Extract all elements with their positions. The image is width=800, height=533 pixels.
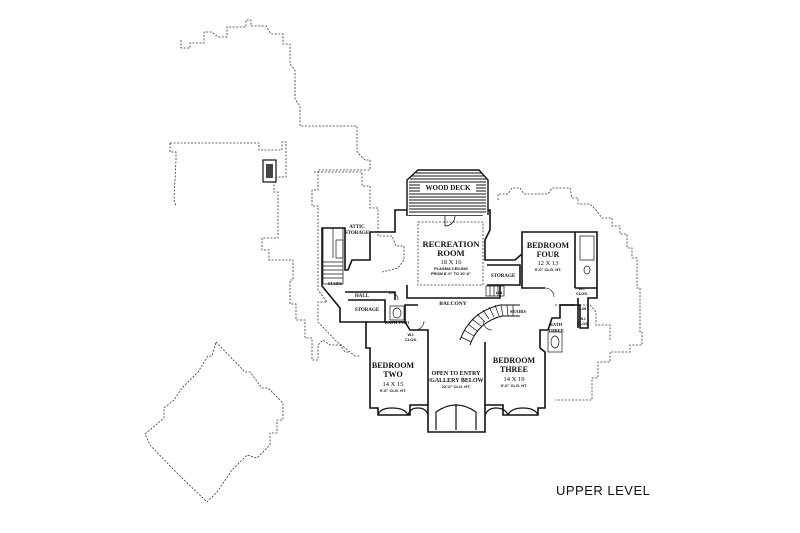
- wall-storage-left: [348, 299, 386, 322]
- bay-windows: [377, 404, 539, 430]
- recreation-room-name-2: ROOM: [437, 248, 464, 258]
- wall-storage-right: [487, 264, 521, 286]
- right-stairs: [485, 285, 505, 297]
- bedroom-three-name-2: THREE: [500, 365, 528, 374]
- wic3-label-2: CLOS.: [577, 321, 589, 326]
- deck-door-swing: [444, 215, 456, 227]
- recreation-room-note-2: FROM 8'-0" TO 10'-6": [431, 271, 471, 276]
- bedroom-four-size: 12 X 13: [538, 260, 559, 267]
- storage-right-label: STORAGE: [491, 274, 516, 279]
- bath-three-sink: [550, 335, 560, 349]
- outline-upper-wing: [180, 19, 371, 357]
- bath-fixtures: [389, 235, 595, 353]
- open-entry-note: 22'-0" CLG. HT.: [442, 384, 471, 389]
- bath-four-toilet: [583, 265, 591, 275]
- bay-window-bed3-right: [507, 407, 539, 416]
- left-stairs: [322, 227, 344, 285]
- wood-deck-label: WOOD DECK: [426, 184, 471, 192]
- wic3-label-1: W.I.: [580, 316, 587, 321]
- bath-two-label: BATH TWO: [385, 320, 410, 325]
- bedroom-three-note: 9'-0" CLG. HT.: [501, 383, 527, 388]
- bath-two-tub: [389, 305, 405, 321]
- wood-deck-shape: [406, 169, 489, 215]
- recreation-room-name-1: RECREATION: [423, 239, 481, 249]
- open-entry-line-1: OPEN TO ENTRY: [432, 371, 482, 377]
- bedroom-three-size: 14 X 19: [504, 376, 525, 383]
- stairs-right-label: STAIRS: [510, 309, 526, 314]
- wall-hall: [345, 291, 396, 300]
- outline-left-edge: [169, 143, 177, 207]
- attic-storage-name-2: STORAGE: [345, 231, 370, 236]
- outline-rec-ceiling: [417, 221, 484, 286]
- grand-staircase: [459, 304, 520, 346]
- bay-window-bed3-left: [484, 407, 509, 416]
- bedroom-two-name-2: TWO: [383, 370, 403, 379]
- storage-left-label: STORAGE: [355, 308, 380, 313]
- bath-three-name-2: THREE: [548, 328, 564, 333]
- bath-four-fixtures: [579, 235, 595, 261]
- chimney-icon: [262, 159, 277, 183]
- wall-closets: [560, 287, 597, 328]
- outline-right-lower: [555, 304, 611, 340]
- wic2-label-2: CLOS.: [576, 291, 588, 296]
- bath-three-tub: [547, 331, 563, 353]
- bedroom-four-name-1: BEDROOM: [527, 241, 570, 250]
- linen2-label: LIN: [496, 290, 503, 295]
- outline-garage: [144, 341, 284, 503]
- bay-window-bed2-left: [377, 407, 409, 416]
- balcony-label: BALCONY: [439, 301, 467, 307]
- bedroom-three-name-1: BEDROOM: [493, 356, 536, 365]
- attic-storage-name-1: ATTIC: [349, 225, 365, 230]
- bedroom-two-size: 14 X 15: [383, 381, 404, 388]
- wic1-label-1: W.I.: [408, 332, 415, 337]
- linen1-label: LIN: [389, 290, 396, 295]
- room-labels: RECREATION ROOM 18 X 16 PLASMA CEILING F…: [328, 225, 589, 393]
- outline-left-wing: [170, 141, 350, 361]
- bedroom-four-name-2: FOUR: [537, 250, 560, 259]
- wic2-label-1: W.I.: [579, 286, 586, 291]
- outline-right-wing: [497, 187, 643, 401]
- stairs-left-label: STAIRS: [328, 281, 343, 286]
- lower-level-outline: [144, 19, 643, 503]
- wall-balcony: [406, 285, 501, 299]
- recreation-room-note-1: PLASMA CEILING: [434, 266, 468, 271]
- bay-window-bed2-right: [407, 407, 429, 416]
- bath-two-sink: [392, 307, 402, 319]
- outline-attic-left: [314, 171, 405, 273]
- recreation-room-size: 18 X 16: [441, 259, 463, 266]
- hall-label: HALL: [355, 294, 370, 299]
- bath-three-name-1: BATH: [550, 322, 563, 327]
- wall-bed4-left: [521, 254, 545, 289]
- wic1-label-2: CLOS.: [405, 337, 417, 342]
- level-title: UPPER LEVEL: [556, 483, 651, 498]
- bedroom-two-name-1: BEDROOM: [372, 361, 415, 370]
- wood-deck-label-bg: [420, 183, 476, 192]
- bedroom-four-note: 9'-0" CLG. HT.: [535, 267, 561, 272]
- door-swings: [389, 287, 555, 331]
- open-entry-line-2: /GALLERY BELOW: [427, 378, 483, 384]
- linen3-label: LIN: [580, 306, 587, 311]
- wall-bed2-right: [404, 321, 429, 405]
- bedroom-two-note: 9'-0" CLG. HT.: [380, 388, 406, 393]
- wood-deck: WOOD DECK: [406, 169, 489, 215]
